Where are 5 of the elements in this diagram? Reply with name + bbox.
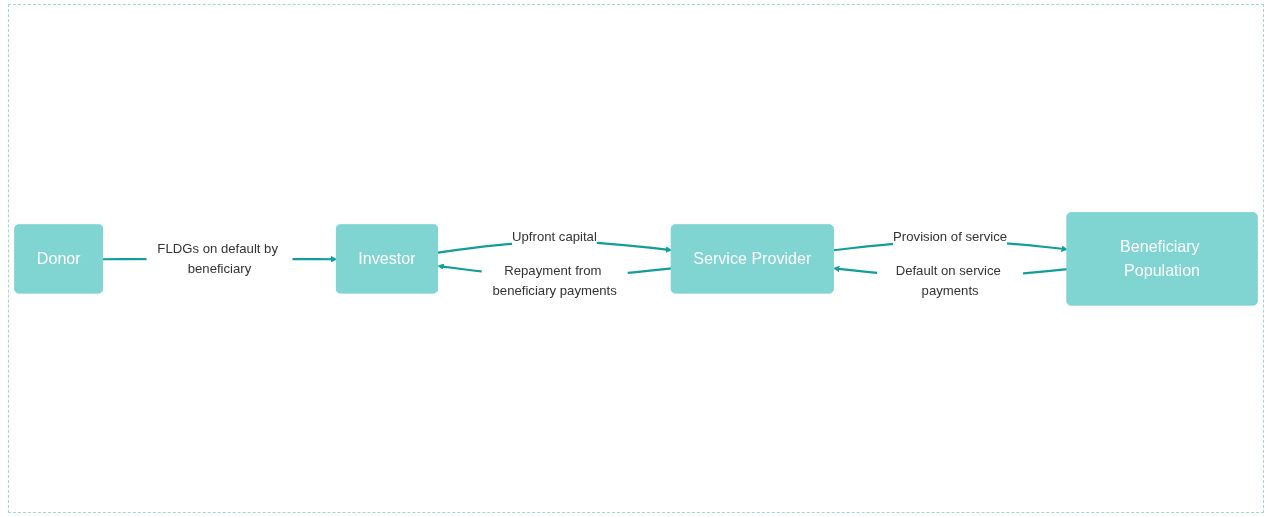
edge-label: Repayment from beneficiary payments [492,263,617,298]
edge-label: Default on service payments [895,263,1001,298]
edge-label: FLDGs on default by beneficiary [157,240,279,276]
edge-label: Provision of service [893,228,1008,244]
edge-label: Upfront capital [512,228,597,244]
